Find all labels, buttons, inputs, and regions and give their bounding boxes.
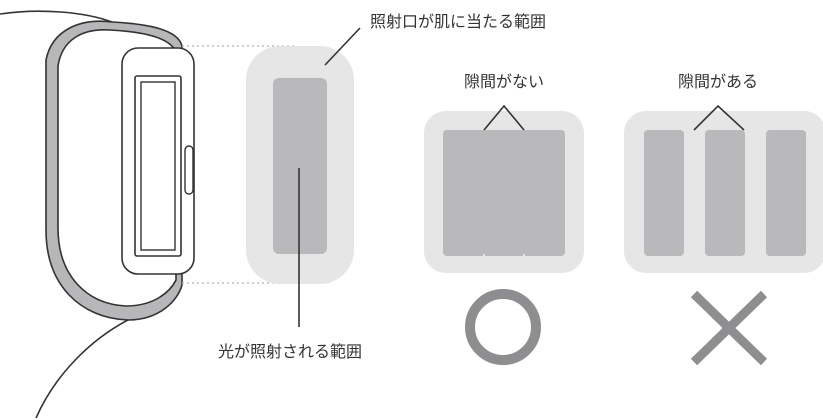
with-gap-pointer	[693, 104, 745, 131]
with-gap-example: 隙間がある	[624, 72, 823, 366]
no-gap-pointer	[483, 104, 525, 131]
device-handle-outline	[0, 10, 113, 23]
with-gap-label: 隙間がある	[678, 72, 758, 91]
circle-mark-icon	[465, 289, 541, 365]
contact-area-leader	[324, 27, 361, 66]
no-gap-example: 隙間がない	[424, 72, 584, 365]
emission-area	[273, 78, 327, 254]
no-gap-label: 隙間がない	[464, 72, 544, 91]
cross-mark-icon	[690, 290, 768, 366]
with-gap-emission-strip-1	[644, 130, 684, 256]
emission-area-label: 光が照射される範囲	[218, 342, 362, 361]
device-handle-lower	[35, 319, 129, 419]
device-window-inner	[140, 81, 176, 251]
device-head-icon	[0, 10, 195, 419]
no-gap-emission-strip	[443, 130, 565, 256]
with-gap-emission-strip-3	[766, 130, 806, 256]
contact-area-label: 照射口が肌に当たる範囲	[370, 12, 546, 31]
with-gap-emission-strip-2	[705, 130, 745, 256]
device-sensor-slot	[184, 145, 194, 195]
